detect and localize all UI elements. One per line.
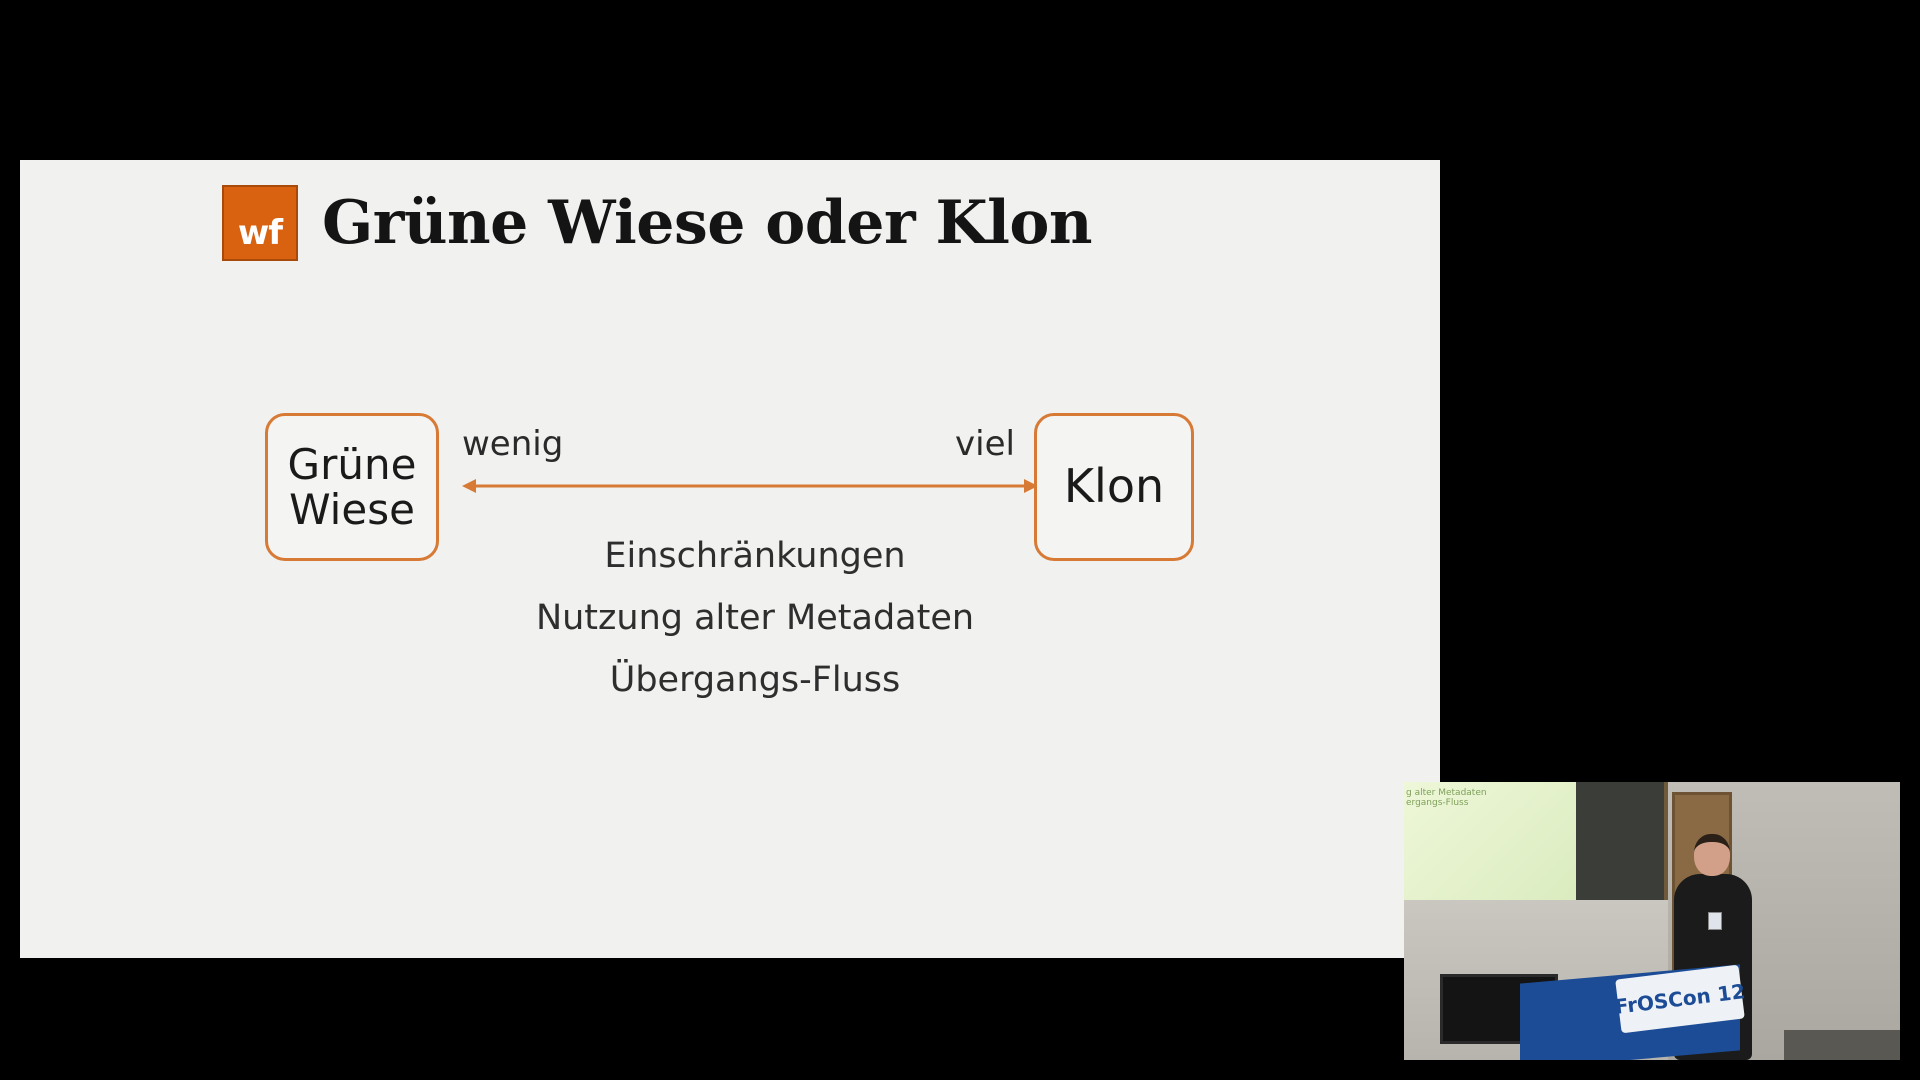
factor-list: Einschränkungen Nutzung alter Metadaten … xyxy=(460,525,1050,711)
blackboard xyxy=(1576,782,1668,904)
projection-line: ergangs-Fluss xyxy=(1406,798,1469,808)
node-gruene-wiese-line2: Wiese xyxy=(289,485,415,534)
factor-item: Übergangs-Fluss xyxy=(609,660,901,700)
slide-title: Grüne Wiese oder Klon xyxy=(322,188,1093,258)
arrow-head-right xyxy=(1024,479,1038,493)
factor-item: Nutzung alter Metadaten xyxy=(535,598,975,638)
logo-text: wf xyxy=(237,213,283,253)
node-gruene-wiese-line1: Grüne xyxy=(287,439,417,489)
presentation-slide: wf Grüne Wiese oder Klon Grüne Wiese wen… xyxy=(20,160,1440,958)
node-klon: Klon xyxy=(1034,413,1194,561)
arrow-label-wenig: wenig xyxy=(462,424,564,464)
speaker-head xyxy=(1694,834,1730,876)
factor-item: Einschränkungen xyxy=(604,536,906,576)
projection-line: g alter Metadaten xyxy=(1406,788,1487,798)
arrow-head-left xyxy=(462,479,476,493)
node-gruene-wiese: Grüne Wiese xyxy=(265,413,439,561)
node-klon-label: Klon xyxy=(1063,459,1165,514)
wf-logo: wf xyxy=(222,185,298,261)
floor xyxy=(1784,1030,1900,1060)
arrow-label-viel: viel xyxy=(955,424,1015,464)
projected-slide: g alter Metadaten ergangs-Fluss xyxy=(1404,782,1576,900)
speaker-badge xyxy=(1708,912,1722,930)
speaker-video-inset: g alter Metadaten ergangs-Fluss FrOSCon … xyxy=(1404,782,1900,1060)
double-headed-arrow xyxy=(462,479,1038,493)
podium-sign-text: FrOSCon 12 xyxy=(1613,979,1747,1019)
